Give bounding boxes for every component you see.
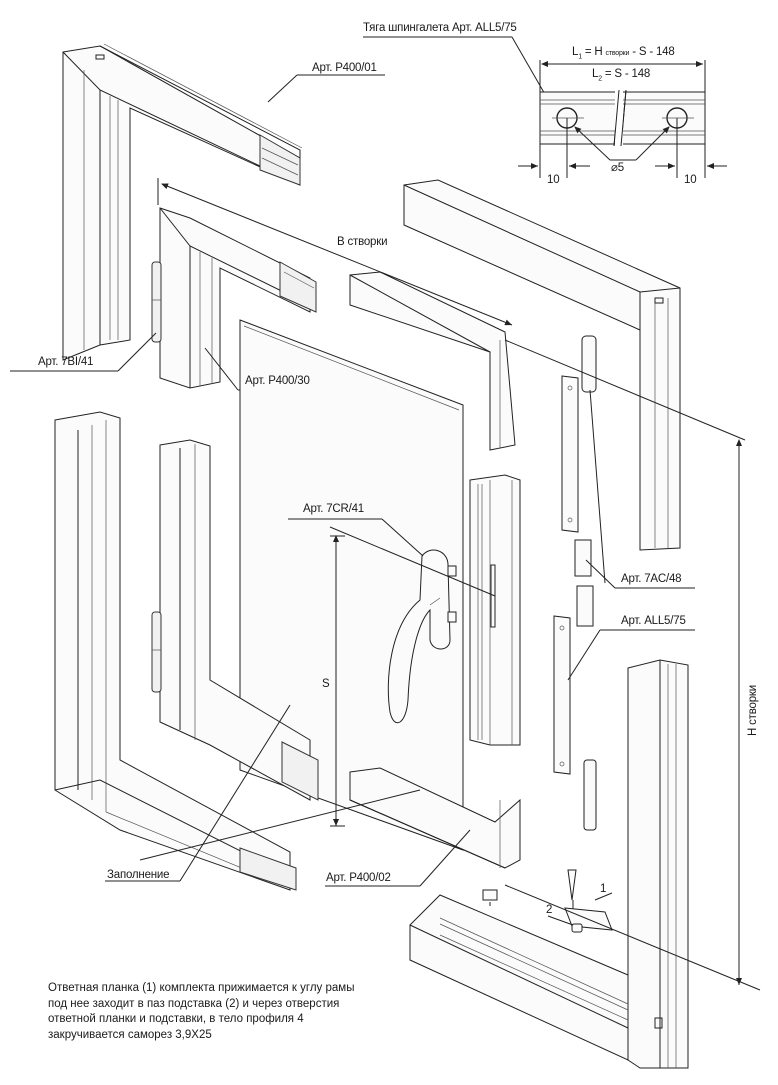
l2-sub: 2	[598, 75, 602, 83]
note-line-3: ответной планки и подставки, в тело проф…	[48, 1013, 304, 1025]
strike-plate-assembly	[482, 869, 761, 991]
l1-mid: = H	[581, 46, 606, 58]
offset-right-label: 10	[684, 174, 697, 186]
hole-diameter-label: ⌀5	[611, 162, 624, 174]
sash-height-label: H створки	[747, 685, 759, 736]
handle-label: Арт. 7CR/41	[303, 503, 364, 515]
frame-top-label: Арт. P400/01	[312, 62, 377, 74]
hinge-label: Арт. 7BI/41	[38, 356, 94, 368]
l1-small: створки	[605, 50, 630, 57]
h-sash-dimension	[504, 339, 746, 985]
l1-sub: 1	[578, 53, 582, 61]
frame-bottom	[409, 894, 629, 1061]
glazing-leader	[105, 704, 421, 882]
note-line-4: закручивается саморез 3,9X25	[48, 1028, 212, 1041]
frame-left-side	[54, 411, 297, 891]
dimension-s-label: S	[322, 678, 330, 690]
note-line-2: под нее заходит в паз подставка (2) и че…	[48, 997, 340, 1010]
sash-profile-label: Арт. P400/30	[245, 375, 310, 387]
rod-detail	[363, 36, 727, 178]
frame-top-corner	[62, 43, 385, 361]
glazing-label: Заполнение	[107, 869, 170, 881]
sash-top-corner	[10, 207, 325, 391]
l1-formula: L1 = H створки - S - 148	[572, 46, 675, 60]
callout-2: 2	[546, 904, 553, 916]
corner-drive-label: Арт. 7AC/48	[621, 573, 682, 585]
l1-right: - S - 148	[629, 46, 675, 58]
frame-right-side	[627, 659, 689, 1069]
sash-lock-profile	[288, 474, 521, 746]
l2-right: = S - 148	[601, 68, 651, 80]
sash-bottom-corner	[325, 767, 521, 887]
espag-rod-label: Арт. ALL5/75	[621, 615, 686, 627]
rod-title-label: Тяга шпингалета Арт. ALL5/75	[363, 22, 517, 34]
offset-left-label: 10	[547, 174, 560, 186]
installation-note: Ответная планка (1) комплекта прижимаетс…	[48, 981, 355, 1043]
callout-1: 1	[600, 883, 607, 895]
sash-right-corner	[349, 271, 516, 451]
sash-width-dimension	[157, 178, 513, 326]
sash-left-side	[151, 439, 319, 801]
l2-l: L	[592, 68, 599, 80]
note-line-1: Ответная планка (1) комплекта прижимаетс…	[48, 982, 355, 994]
sash-bottom-label: Арт. P400/02	[326, 872, 391, 884]
l2-formula: L2 = S - 148	[592, 68, 650, 82]
hardware-column	[553, 335, 695, 831]
sash-width-label: В створки	[337, 236, 388, 248]
frame-right-top-corner	[403, 179, 681, 551]
s-dimension	[330, 535, 345, 827]
l1-l: L	[572, 46, 579, 58]
